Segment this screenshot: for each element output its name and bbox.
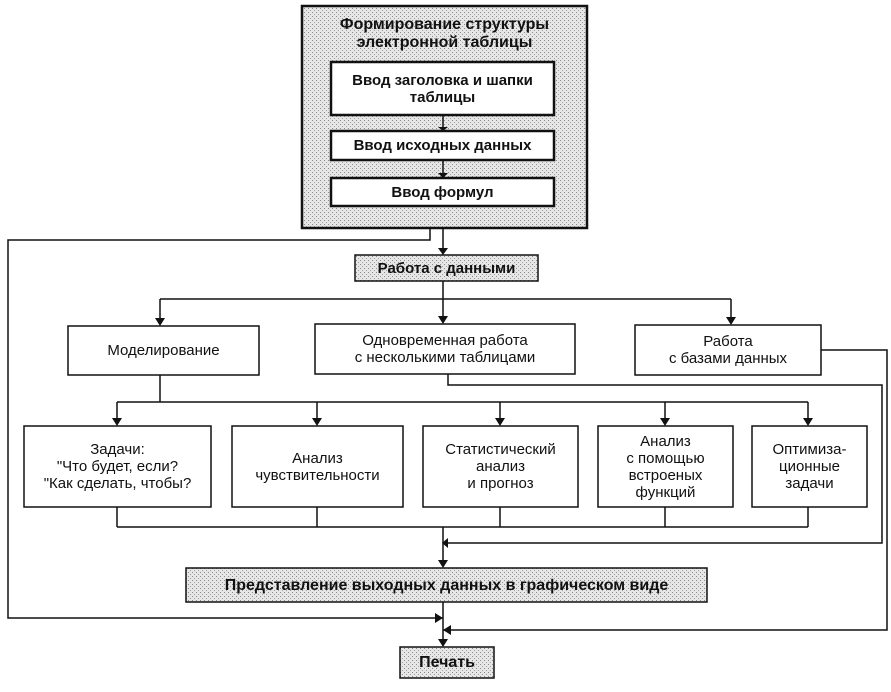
- arrow-step3: [438, 173, 448, 178]
- arrow-modeling: [155, 318, 165, 326]
- modeling-box: [67, 325, 260, 376]
- task-what-if-label: Задачи: "Что будет, если? "Как сделать, …: [43, 441, 192, 492]
- step-formulas-label: Ввод формул: [391, 183, 494, 201]
- arrow-functions: [660, 418, 670, 426]
- multi-tables-box: [314, 323, 576, 375]
- arrow-databases: [726, 317, 736, 325]
- arrow-join-databases: [443, 625, 451, 635]
- line-group-bypass: [7, 228, 443, 619]
- arrow-work: [438, 248, 448, 255]
- arrow-multi-tables: [438, 316, 448, 324]
- arrow-statistics: [495, 418, 505, 426]
- line-databases-right: [443, 349, 888, 631]
- structure-group-title: Формирование структуры электронной табли…: [339, 16, 550, 51]
- task-functions-label: Анализ с помощью встроеных функций: [626, 432, 705, 501]
- task-box-functions: [597, 425, 734, 508]
- modeling-label: Моделирование: [107, 342, 220, 359]
- line-multi-tables-right: [447, 374, 883, 544]
- step-box-header: [329, 60, 556, 117]
- arrow-join-bypass: [435, 613, 443, 623]
- arrow-output: [438, 560, 448, 568]
- work-label: Работа с данными: [377, 259, 516, 277]
- task-box-sensitivity: [231, 425, 404, 508]
- step-source-data-label: Ввод исходных данных: [353, 137, 532, 154]
- print-box: [399, 646, 495, 679]
- print-label: Печать: [419, 654, 475, 671]
- multi-tables-label: Одновременная работа с несколькими табли…: [354, 332, 536, 366]
- task-box-optimization: [751, 425, 868, 508]
- task-box-statistics: [422, 425, 579, 508]
- arrow-step2: [438, 127, 448, 131]
- task-sensitivity-label: Анализ чувствительности: [255, 449, 380, 484]
- databases-box: [634, 324, 822, 376]
- task-statistics-label: Статистический анализ и прогноз: [445, 441, 556, 492]
- arrow-what-if: [112, 418, 122, 426]
- work-box: [354, 254, 539, 282]
- arrow-print: [438, 639, 448, 647]
- arrow-optimization: [803, 418, 813, 426]
- arrow-join-left: [442, 538, 448, 548]
- step-box-formulas: [329, 176, 556, 208]
- step-header-label: Ввод заголовка и шапки таблицы: [352, 71, 533, 106]
- output-box: [185, 567, 708, 603]
- output-label: Представление выходных данных в графичес…: [224, 576, 669, 594]
- arrow-sensitivity: [312, 418, 322, 426]
- databases-label: Работа с базами данных: [668, 333, 788, 367]
- task-optimization-label: Оптимиза- ционные задачи: [772, 441, 847, 492]
